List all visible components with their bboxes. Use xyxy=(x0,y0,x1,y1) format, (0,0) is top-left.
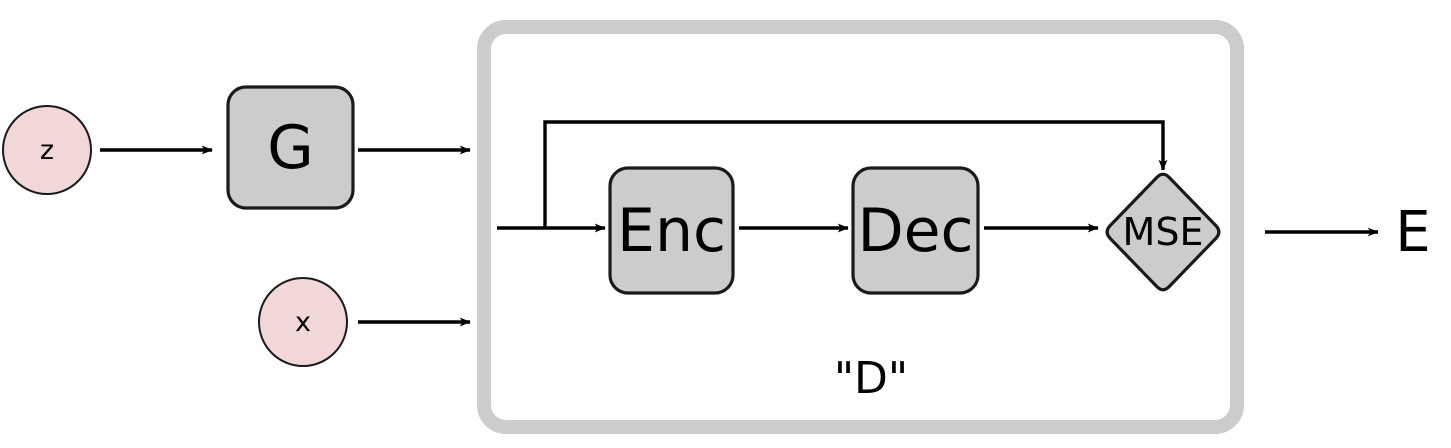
node-group xyxy=(2,85,1221,367)
node-shape-x xyxy=(258,277,348,367)
edge-group xyxy=(100,120,1379,327)
node-shape-enc xyxy=(608,166,735,295)
node-shape-g xyxy=(226,85,355,210)
node-shape-z xyxy=(2,105,92,195)
node-shape-mse xyxy=(1105,172,1221,292)
discriminator-container xyxy=(477,20,1244,434)
edge-skip-to-MSE xyxy=(543,120,1168,228)
node-shape-dec xyxy=(851,166,980,295)
